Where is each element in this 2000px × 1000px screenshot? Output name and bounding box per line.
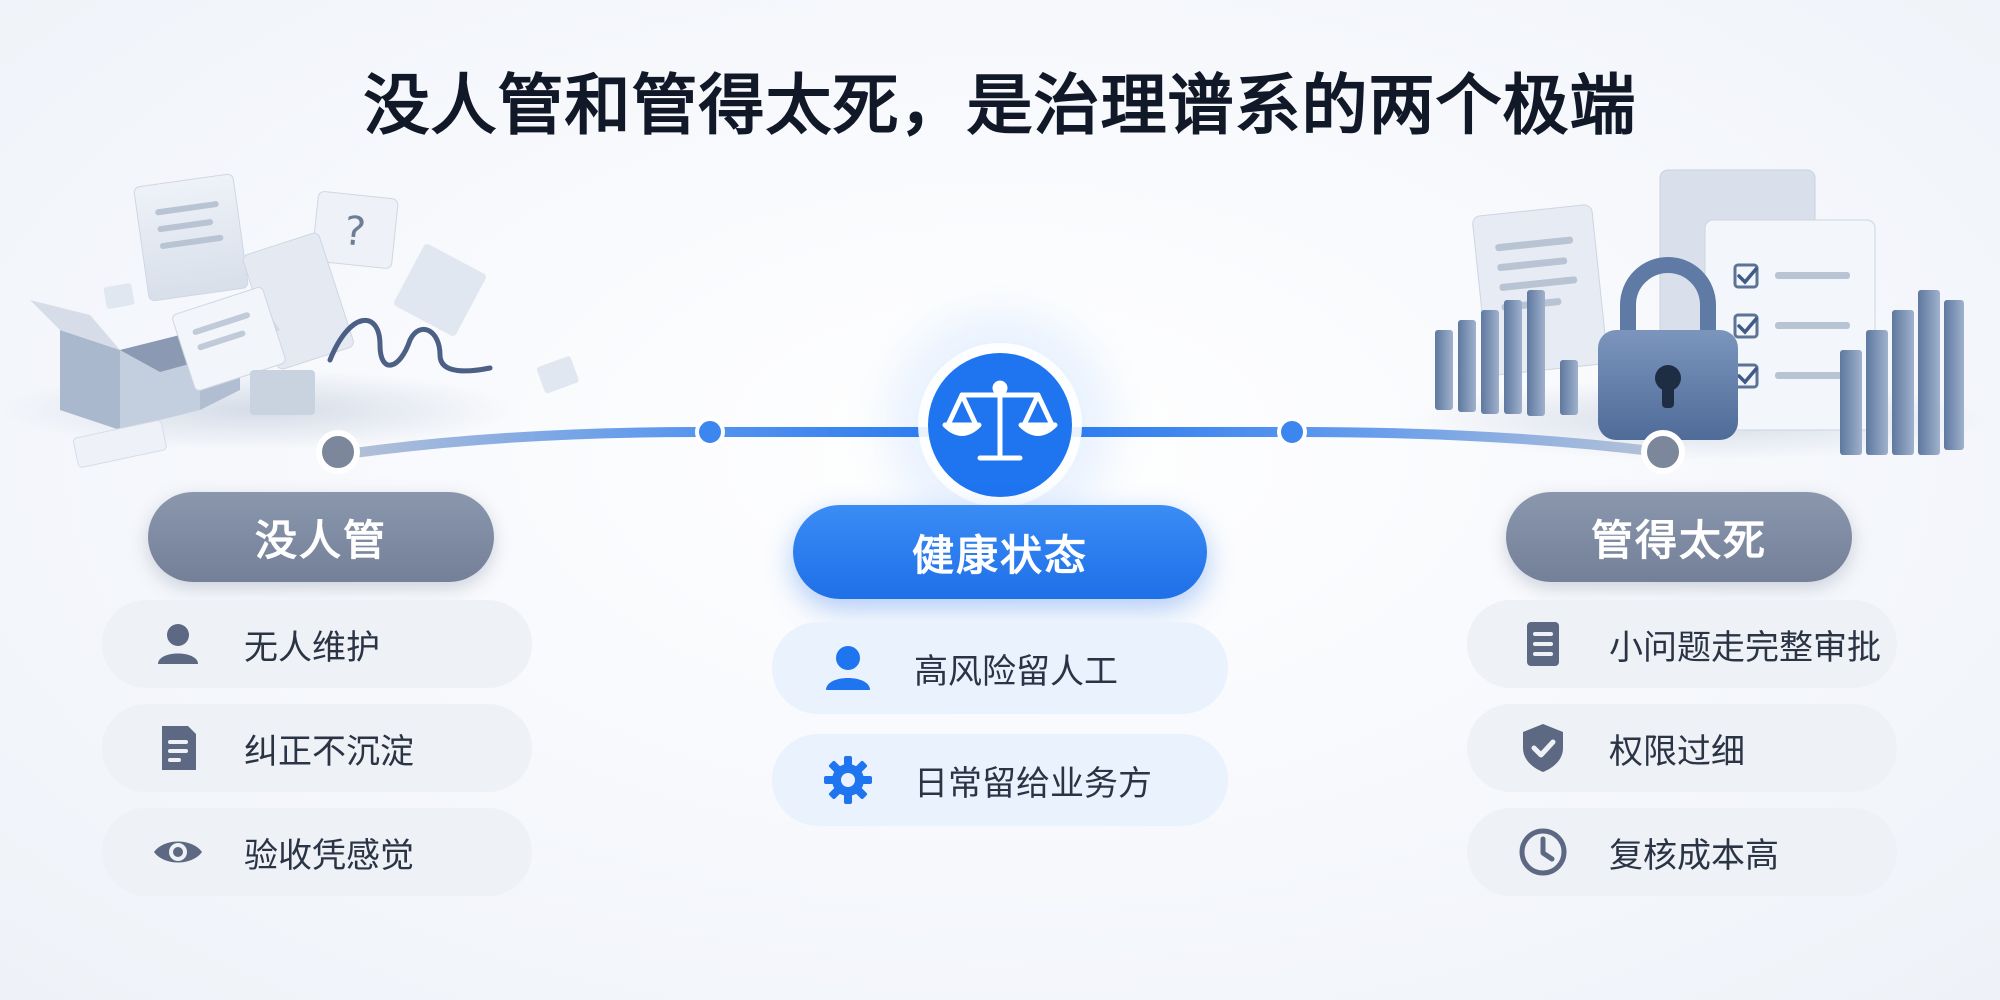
locked-documents-illustration <box>1435 169 1964 455</box>
left-item-no-retention: 纠正不沉淀 <box>102 704 532 792</box>
center-item-daily-business: 日常留给业务方 <box>772 734 1228 826</box>
center-item-high-risk: 高风险留人工 <box>772 622 1228 714</box>
left-item-gut-feeling: 验收凭感觉 <box>102 808 532 896</box>
left-column-label: 没人管 <box>148 492 494 582</box>
balance-scale-badge <box>918 343 1082 507</box>
right-item-label: 复核成本高 <box>1609 835 1779 876</box>
left-end-node <box>316 430 360 474</box>
right-item-fine-permissions: 权限过细 <box>1467 704 1897 792</box>
right-mid-node <box>1277 417 1307 447</box>
right-item-high-review-cost: 复核成本高 <box>1467 808 1897 896</box>
left-item-unmaintained: 无人维护 <box>102 600 532 688</box>
shield-icon <box>1523 724 1563 772</box>
balance-scale-icon <box>942 380 1058 461</box>
right-item-label: 小问题走完整审批 <box>1609 627 1881 668</box>
left-item-label: 无人维护 <box>244 627 380 668</box>
right-item-label: 权限过细 <box>1609 731 1745 772</box>
center-item-label: 高风险留人工 <box>914 651 1118 692</box>
right-column-label: 管得太死 <box>1506 492 1852 582</box>
question-mark: ? <box>342 208 368 256</box>
checklist-icon <box>1527 622 1559 666</box>
scattered-papers-illustration: ? <box>30 173 579 468</box>
eye-icon <box>154 841 202 863</box>
person-icon <box>158 624 198 664</box>
center-item-label: 日常留给业务方 <box>914 763 1152 804</box>
document-icon <box>162 726 196 770</box>
center-column-label: 健康状态 <box>793 505 1207 599</box>
left-mid-node <box>695 417 725 447</box>
clock-icon <box>1519 828 1567 876</box>
person-icon <box>826 646 870 690</box>
right-item-full-approval: 小问题走完整审批 <box>1467 600 1897 688</box>
left-item-label: 纠正不沉淀 <box>244 731 414 772</box>
gear-icon <box>824 756 872 804</box>
right-end-node <box>1641 430 1685 474</box>
page-title: 没人管和管得太死，是治理谱系的两个极端 <box>363 67 1637 144</box>
left-item-label: 验收凭感觉 <box>244 835 414 876</box>
